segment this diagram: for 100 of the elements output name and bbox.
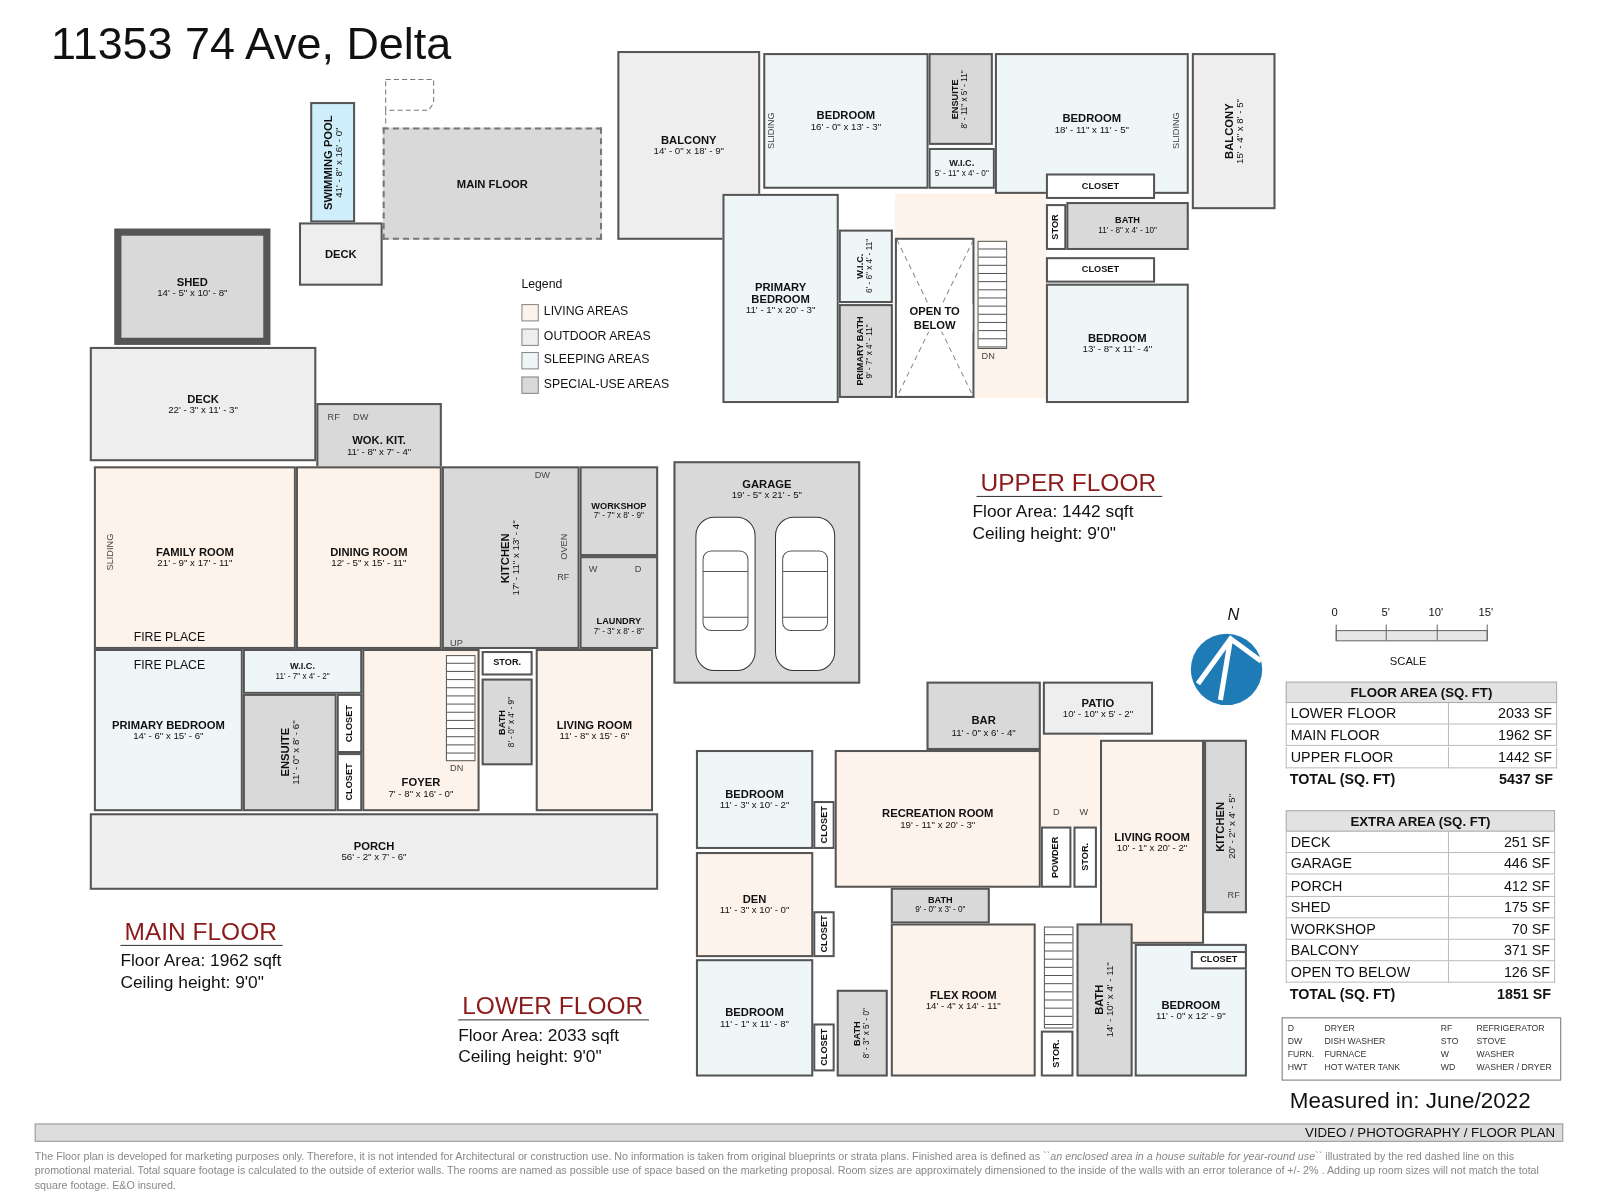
- room-dimensions: 20' - 2" x 4' - 5": [1226, 794, 1237, 859]
- room-name: BEDROOM: [1161, 998, 1221, 1012]
- room-dimensions: 19' - 11" x 20' - 3": [900, 819, 976, 831]
- room-area: [695, 852, 814, 958]
- room-area: [813, 911, 835, 958]
- room-area: [813, 801, 835, 849]
- room-name: BATH: [1115, 216, 1140, 227]
- room-dimensions: 13' - 8" x 11' - 4": [1082, 344, 1153, 355]
- room-area: [1045, 257, 1156, 283]
- fixture-label: W: [1079, 808, 1089, 819]
- room-area: [617, 51, 761, 240]
- table-cell: 175 SF: [1448, 896, 1556, 919]
- room-dimensions: 14' - 6" x 15' - 6": [133, 730, 204, 742]
- floor-info: Floor Area: 1442 sqft: [972, 503, 1134, 523]
- scale-label: 5': [1381, 606, 1390, 619]
- fixture-label: SLIDING: [1171, 112, 1182, 149]
- abbreviation-text: FURN.: [1287, 1050, 1315, 1060]
- room-name: LIVING ROOM: [556, 718, 633, 731]
- table-cell-text: 5437 SF: [1498, 769, 1555, 789]
- room-area: [695, 959, 814, 1077]
- room-name: MAIN FLOOR: [456, 177, 528, 190]
- room-area: [836, 989, 888, 1077]
- room-area: [890, 887, 990, 924]
- room-dimensions: 11' - 0" x 12' - 9": [1155, 1011, 1226, 1022]
- room-area: [763, 53, 929, 189]
- room-area: [1045, 173, 1156, 199]
- room-name: BEDROOM: [1062, 111, 1122, 125]
- room-name: ENSUITE: [278, 728, 291, 777]
- table-cell: 2033 SF: [1448, 703, 1558, 725]
- room-area: [1073, 826, 1097, 888]
- abbreviation-text: D: [1287, 1023, 1294, 1033]
- floor-info: Floor Area: 2033 sqft: [458, 1026, 620, 1046]
- legend-text: OUTDOOR AREAS: [543, 329, 651, 343]
- room-area: [928, 53, 993, 145]
- room-name: KITCHEN: [499, 532, 512, 583]
- abbreviation-text: WD: [1440, 1063, 1456, 1073]
- abbreviation-text: DISH WASHER: [1324, 1036, 1386, 1047]
- room-name: BEDROOM: [725, 1006, 784, 1019]
- abbreviation-text: WASHER / DRYER: [1476, 1063, 1552, 1073]
- room-dimensions: 9' - 0" x 3' - 0": [915, 906, 966, 916]
- room-area: [1045, 204, 1067, 250]
- table-header: FLOOR AREA (SQ. FT): [1285, 681, 1558, 704]
- room-name: BEDROOM: [725, 788, 784, 801]
- fixture-label: SLIDING: [106, 533, 117, 571]
- room-dimensions: 17' - 11" x 13' - 4": [511, 520, 523, 596]
- floor-heading: MAIN FLOOR: [120, 918, 283, 947]
- floor-info: Ceiling height: 9'0": [458, 1047, 602, 1067]
- room-dimensions: 41' - 8" x 16' - 0": [333, 127, 345, 198]
- room-name: BALCONY: [1222, 103, 1235, 159]
- room-area: [1191, 53, 1276, 210]
- room-area: [813, 1023, 835, 1072]
- fixture-label: RF: [557, 572, 570, 583]
- room-name: CLOSET: [344, 763, 355, 801]
- room-dimensions: 15' - 4" x 8' - 5": [1234, 98, 1246, 164]
- room-area: [926, 681, 1041, 750]
- room-name: CLOSET: [1081, 264, 1120, 275]
- table-cell: 1962 SF: [1448, 724, 1558, 747]
- table-cell: 446 SF: [1448, 853, 1556, 875]
- room-area: [299, 222, 383, 286]
- room-dimensions: 16' - 0" x 13' - 3": [810, 121, 882, 133]
- room-name: BATH: [927, 896, 953, 906]
- room-area: [1100, 739, 1205, 944]
- room-dimensions: 11' - 0" x 8' - 6": [290, 720, 302, 785]
- fixture-label: D: [634, 565, 642, 576]
- room-name: DECK: [187, 392, 219, 405]
- fixture-label: W: [588, 565, 598, 576]
- room-name: RECREATION ROOM: [882, 807, 994, 820]
- scale-label: 15': [1478, 606, 1494, 619]
- table-cell: 251 SF: [1448, 831, 1556, 854]
- room-area: [579, 466, 659, 557]
- room-dimensions: 14' - 5" x 10' - 8": [157, 287, 228, 299]
- fixture-label: DW: [534, 470, 550, 481]
- room-name: W.I.C.: [290, 661, 316, 672]
- north-label: N: [1227, 606, 1240, 625]
- room-dimensions: 11' - 7" x 4' - 2": [275, 672, 330, 681]
- room-area: [838, 229, 893, 304]
- scale-label: SCALE: [1389, 655, 1427, 668]
- abbreviation-text: RF: [1440, 1023, 1453, 1033]
- room-dimensions: 11' - 0" x 6' - 4": [951, 727, 1016, 738]
- abbreviation-text: FURNACE: [1324, 1050, 1367, 1060]
- fixture-label: RF: [327, 413, 340, 424]
- room-area: [1134, 943, 1247, 1077]
- fixture-label: OVEN: [560, 533, 571, 560]
- room-dimensions: 19' - 5" x 21' - 5": [731, 489, 803, 501]
- room-area: [93, 466, 296, 649]
- room-dimensions: 18' - 11" x 11' - 5": [1054, 124, 1129, 135]
- room-area: [1076, 923, 1133, 1077]
- room-dimensions: 8' - 0" x 4' - 9": [507, 696, 517, 748]
- table-cell: 412 SF: [1448, 875, 1556, 897]
- room-name: BATH: [1093, 984, 1106, 1016]
- room-name: CLOSET: [818, 1028, 829, 1067]
- room-name: BAR: [971, 714, 996, 728]
- room-dimensions: 14' - 10" x 4' - 11": [1105, 962, 1117, 1038]
- room-dimensions: 5' - 11" x 4' - 0": [934, 168, 989, 178]
- fixture-label: RF: [1227, 890, 1240, 901]
- room-area: [481, 678, 533, 766]
- room-name: POWDER: [1051, 836, 1062, 878]
- room-name: CLOSET: [1081, 181, 1120, 192]
- abbreviation-text: HWT: [1287, 1063, 1308, 1073]
- room-area: [535, 648, 654, 812]
